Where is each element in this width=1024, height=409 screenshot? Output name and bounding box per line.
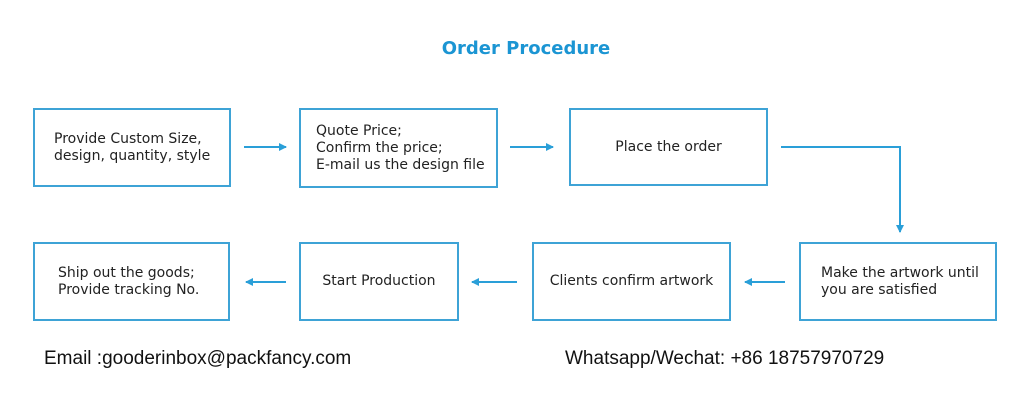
step-quote-price: Quote Price; Confirm the price; E-mail u… (299, 108, 498, 188)
contact-phone: Whatsapp/Wechat: +86 18757970729 (565, 348, 885, 369)
step-text: Clients confirm artwork (549, 273, 714, 289)
step-place-order: Place the order (569, 108, 768, 186)
contact-email: Email :gooderinbox@packfancy.com (44, 348, 352, 369)
step-text: Provide Custom Size, design, quantity, s… (54, 130, 211, 164)
step-text: Place the order (615, 138, 722, 155)
step-provide-details: Provide Custom Size, design, quantity, s… (33, 108, 231, 187)
step-text: Make the artwork until you are satisfied (821, 264, 979, 298)
step-make-artwork: Make the artwork until you are satisfied (799, 242, 997, 321)
step-text: Start Production (322, 273, 436, 289)
arrow-elbow-down-icon (781, 146, 904, 233)
step-text: Quote Price; Confirm the price; E-mail u… (316, 122, 485, 173)
step-start-production: Start Production (299, 242, 459, 321)
step-ship-goods: Ship out the goods; Provide tracking No. (33, 242, 230, 321)
step-confirm-artwork: Clients confirm artwork (532, 242, 731, 321)
step-text: Ship out the goods; Provide tracking No. (58, 264, 200, 298)
diagram-title: Order Procedure (441, 38, 611, 59)
